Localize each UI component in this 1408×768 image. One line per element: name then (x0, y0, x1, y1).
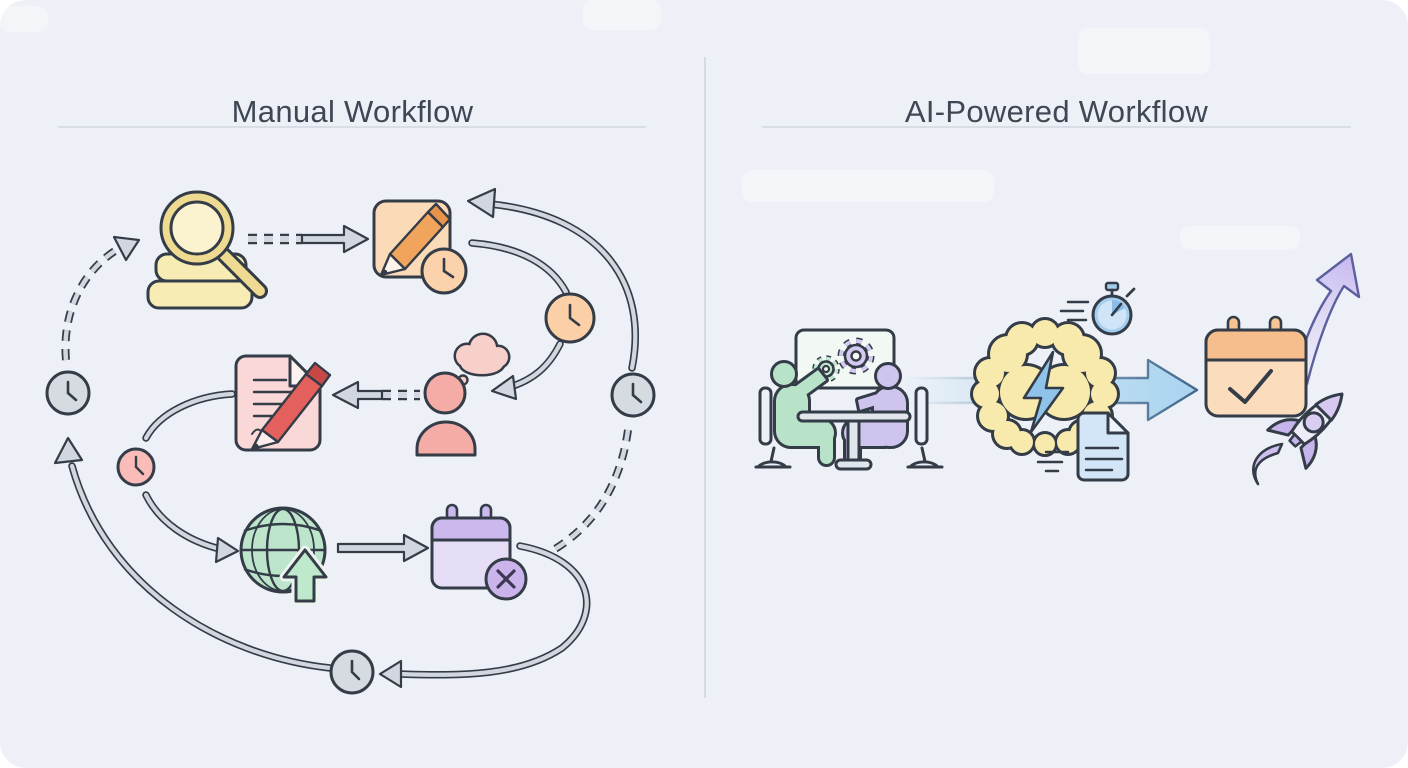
manual-title-underline (58, 126, 646, 128)
rocket-flame-icon (1252, 442, 1284, 486)
signed-document-pen-icon (234, 354, 332, 452)
ghost-shape (0, 6, 48, 32)
ghost-shape (1180, 226, 1300, 250)
meeting-table (796, 410, 912, 471)
manual-workflow-diagram (45, 187, 656, 695)
gear-purple-icon (837, 337, 875, 375)
orange-clock-icon (544, 292, 596, 344)
dashed-arrow-right (248, 224, 370, 254)
stopwatch-icon (1059, 281, 1136, 336)
ai-workflow-title: AI-Powered Workflow (904, 93, 1209, 129)
gray-clock-right-icon (610, 372, 656, 418)
person-purple (844, 362, 906, 465)
solid-arrow-right (336, 533, 430, 563)
gray-clock-left-icon (45, 370, 91, 416)
globe-upload-icon (239, 506, 331, 606)
pink-clock-icon (116, 447, 156, 487)
calendar-x-icon (430, 503, 528, 601)
thinking-person-icon (415, 335, 508, 457)
rocket-icon (1252, 392, 1344, 486)
ai-workflow-diagram (754, 252, 1361, 486)
panel-divider (704, 57, 706, 698)
ai-title-underline (762, 126, 1351, 128)
calendar-check-icon (1204, 315, 1308, 418)
bottom-clock-icon (329, 649, 375, 695)
manual-workflow-title: Manual Workflow (231, 93, 474, 129)
ai-document-icon (1036, 411, 1130, 482)
dashed-loop-arcs (61, 235, 632, 556)
dashed-arrow-left (331, 380, 420, 410)
chair-right (906, 386, 944, 469)
chair-left (754, 386, 792, 469)
ghost-shape (1078, 28, 1210, 74)
clock-badge-icon (420, 247, 468, 295)
ghost-shape (583, 0, 661, 30)
ai-brain-lightning-icon (973, 320, 1117, 454)
research-magnifier-books-icon (146, 190, 268, 310)
person-green (770, 360, 835, 465)
lightning-icon (1022, 350, 1065, 434)
ghost-shape (742, 170, 994, 202)
team-meeting-gears-icon (754, 328, 944, 471)
loop-arcs (53, 187, 639, 689)
